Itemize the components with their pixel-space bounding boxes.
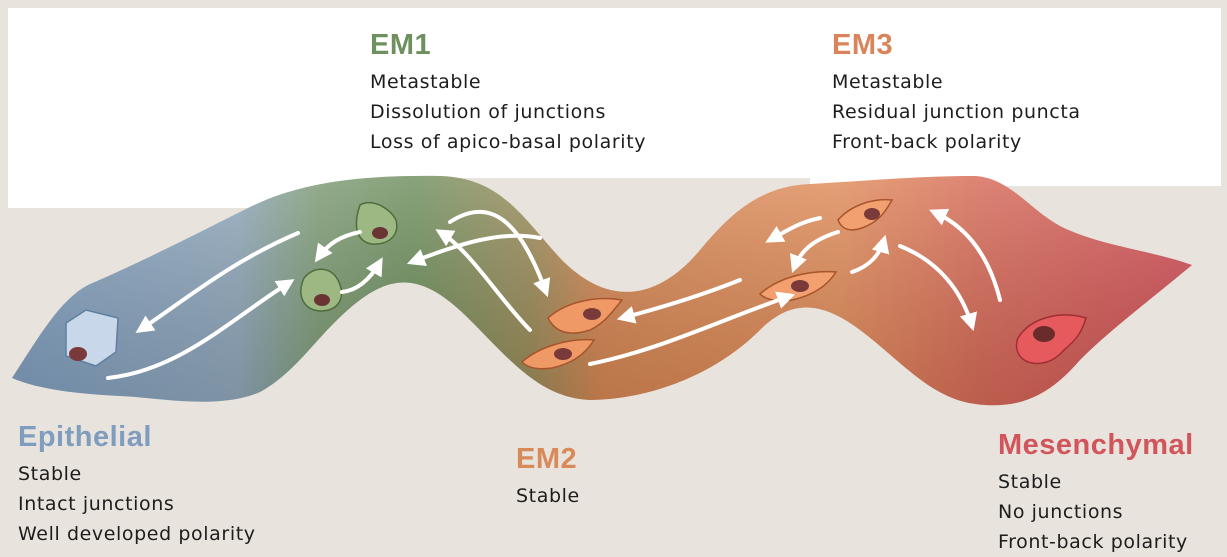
mesenchymal-line-1: Stable [998, 471, 1062, 493]
em3-title: EM3 [832, 29, 894, 61]
em2-title: EM2 [516, 443, 578, 475]
em1-cells [300, 201, 398, 312]
epithelial-label: Epithelial Stable Intact junctions Well … [18, 420, 256, 549]
em1-title: EM1 [370, 29, 432, 61]
em1-line-3: Loss of apico-basal polarity [370, 131, 647, 153]
epithelial-cell [65, 309, 119, 367]
mesenchymal-label: Mesenchymal Stable No junctions Front-ba… [998, 428, 1194, 557]
em3-line-1: Metastable [832, 71, 944, 93]
mesenchymal-title: Mesenchymal [998, 429, 1194, 461]
epithelial-line-2: Intact junctions [18, 493, 175, 515]
epithelial-line-3: Well developed polarity [18, 523, 256, 545]
epithelial-line-1: Stable [18, 463, 82, 485]
header-panel-left [8, 8, 398, 208]
em2-label: EM2 Stable [516, 442, 580, 511]
mesenchymal-cell [1015, 314, 1087, 365]
em2-cells [520, 297, 624, 370]
landscape-ribbon [12, 175, 1192, 406]
em3-line-2: Residual junction puncta [832, 101, 1081, 123]
em2-line-1: Stable [516, 485, 580, 507]
em3-line-3: Front-back polarity [832, 131, 1022, 153]
em3-label: EM3 Metastable Residual junction puncta … [832, 28, 1081, 157]
em1-label: EM1 Metastable Dissolution of junctions … [370, 28, 646, 157]
transition-arrows [106, 208, 1002, 380]
header-panel-right [810, 8, 1221, 186]
mesenchymal-line-3: Front-back polarity [998, 531, 1188, 553]
epithelial-title: Epithelial [18, 421, 152, 453]
em1-line-2: Dissolution of junctions [370, 101, 606, 123]
mesenchymal-line-2: No junctions [998, 501, 1124, 523]
header-panel-center [398, 8, 810, 178]
em1-line-1: Metastable [370, 71, 482, 93]
